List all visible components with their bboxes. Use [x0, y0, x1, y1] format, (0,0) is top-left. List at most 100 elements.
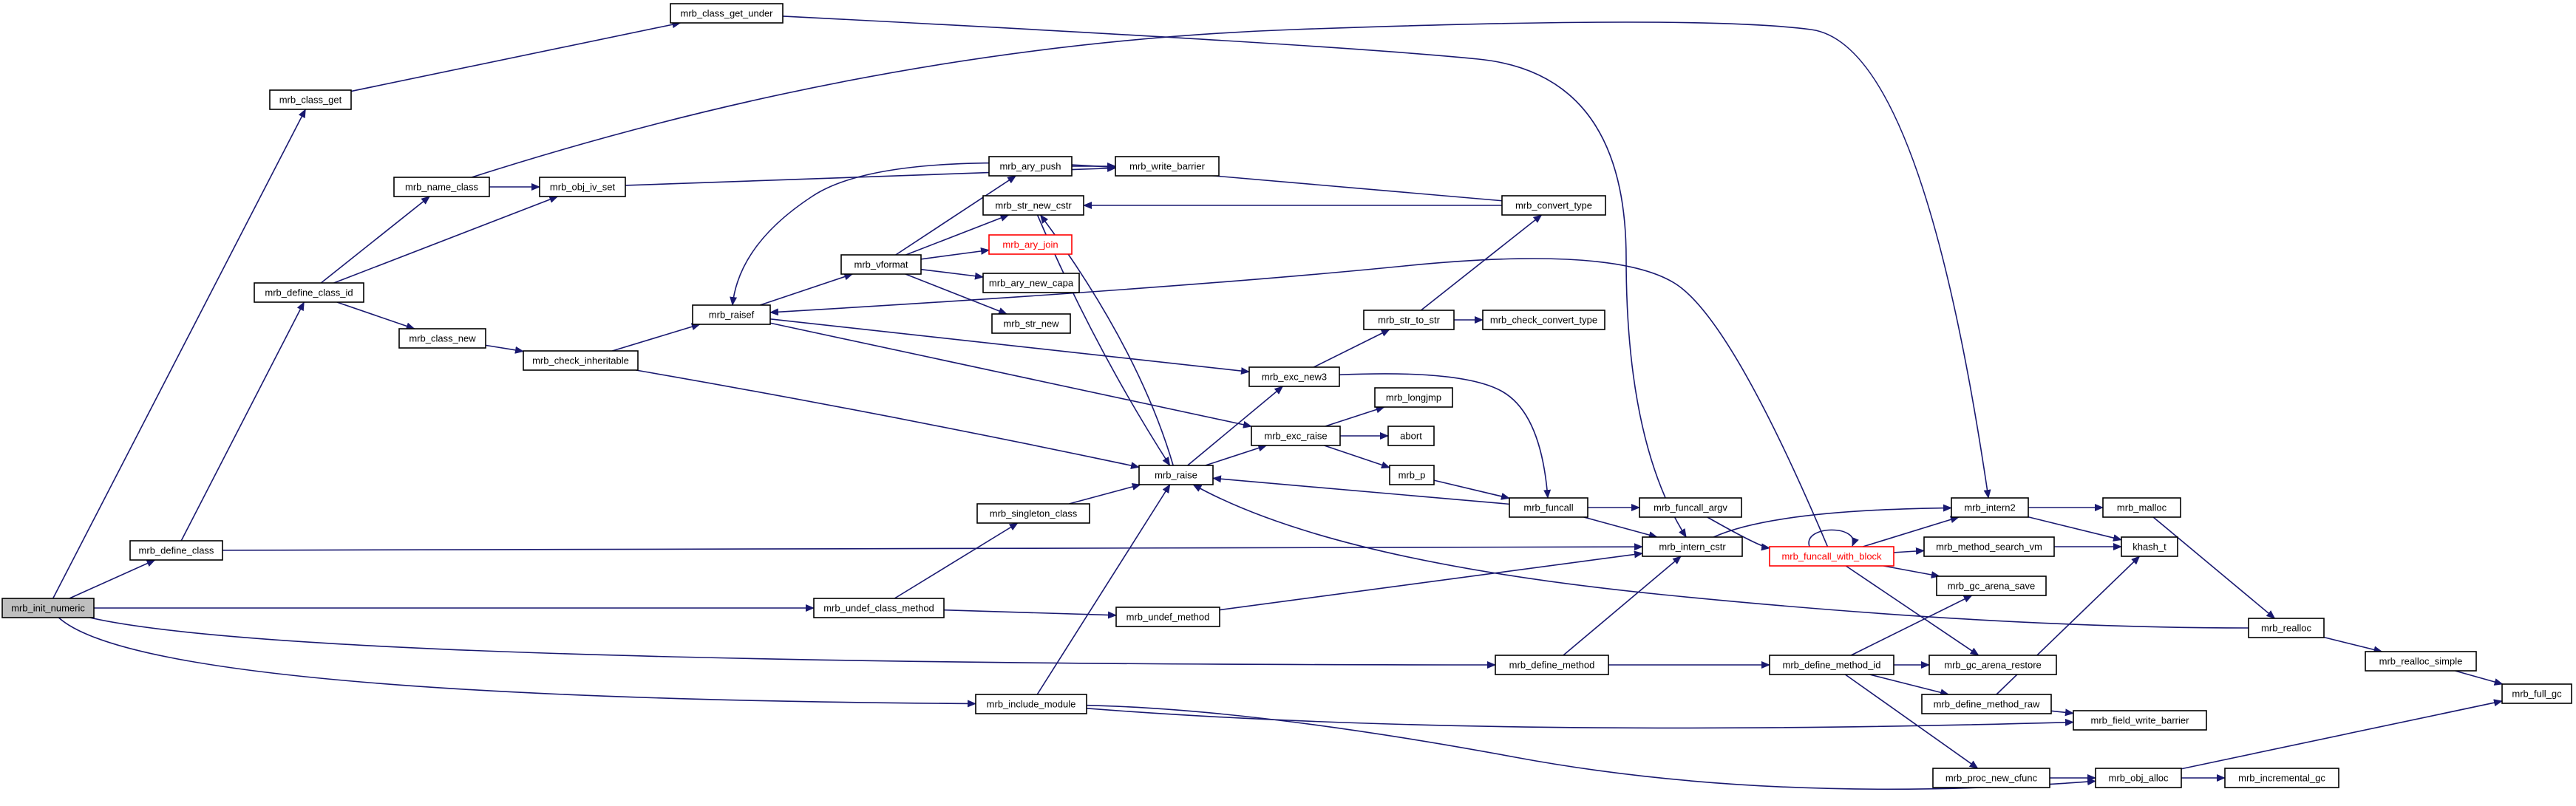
node-abort[interactable]: abort — [1387, 426, 1435, 446]
node-box — [1639, 497, 1742, 518]
node-box — [982, 195, 1084, 216]
node-mrb_define_class_id[interactable]: mrb_define_class_id — [254, 282, 364, 303]
node-mrb_singleton_class[interactable]: mrb_singleton_class — [976, 503, 1090, 524]
node-mrb_raise[interactable]: mrb_raise — [1138, 465, 1214, 485]
node-box — [2073, 710, 2207, 731]
node-mrb_gc_arena_restore[interactable]: mrb_gc_arena_restore — [1928, 655, 2057, 675]
node-label: mrb_obj_alloc — [2109, 773, 2169, 784]
node-mrb_check_inheritable[interactable]: mrb_check_inheritable — [523, 350, 639, 371]
node-mrb_undef_method[interactable]: mrb_undef_method — [1115, 607, 1220, 627]
node-box — [1932, 768, 2050, 788]
node-mrb_exc_raise[interactable]: mrb_exc_raise — [1251, 426, 1341, 446]
node-label: mrb_check_convert_type — [1490, 315, 1597, 326]
node-mrb_p[interactable]: mrb_p — [1389, 465, 1435, 485]
node-box — [539, 177, 626, 197]
node-label: mrb_define_method_id — [1783, 660, 1881, 671]
node-mrb_obj_alloc[interactable]: mrb_obj_alloc — [2095, 768, 2182, 788]
node-mrb_field_write_barrier[interactable]: mrb_field_write_barrier — [2073, 710, 2207, 731]
node-mrb_include_module[interactable]: mrb_include_module — [975, 694, 1087, 714]
node-label: mrb_proc_new_cfunc — [1945, 773, 2038, 784]
node-mrb_str_to_str[interactable]: mrb_str_to_str — [1363, 310, 1455, 330]
node-box — [1769, 546, 1894, 567]
node-khash_t[interactable]: khash_t — [2121, 536, 2178, 557]
node-mrb_init_numeric[interactable]: mrb_init_numeric — [1, 598, 95, 618]
node-mrb_name_class[interactable]: mrb_name_class — [393, 177, 490, 197]
edge-mrb_intern_cstr-to-mrb_intern2 — [1713, 504, 1952, 538]
node-mrb_intern_cstr[interactable]: mrb_intern_cstr — [1642, 536, 1743, 557]
edge-mrb_define_class_id-to-mrb_obj_iv_set — [333, 196, 559, 284]
node-box — [1509, 497, 1588, 518]
node-label: mrb_vformat — [854, 259, 908, 270]
node-mrb_define_method[interactable]: mrb_define_method — [1495, 655, 1609, 675]
node-box — [1642, 536, 1743, 557]
node-box — [1495, 655, 1609, 675]
node-label: mrb_define_class_id — [265, 287, 353, 298]
node-mrb_funcall_with_block[interactable]: mrb_funcall_with_block — [1769, 546, 1894, 567]
node-label: mrb_init_numeric — [11, 603, 85, 614]
edge-mrb_p-to-mrb_funcall — [1433, 479, 1510, 500]
node-mrb_str_new[interactable]: mrb_str_new — [991, 313, 1071, 334]
node-box — [1769, 655, 1894, 675]
node-mrb_malloc[interactable]: mrb_malloc — [2102, 497, 2181, 518]
node-mrb_define_class[interactable]: mrb_define_class — [129, 540, 223, 561]
edge-mrb_define_method_id-to-mrb_gc_arena_save — [1850, 595, 1973, 656]
node-box — [2102, 497, 2181, 518]
node-label: mrb_str_new — [1003, 318, 1059, 329]
node-box — [988, 156, 1073, 177]
node-label: mrb_undef_method — [1126, 612, 1210, 623]
node-mrb_vformat[interactable]: mrb_vformat — [840, 254, 922, 275]
node-mrb_convert_type[interactable]: mrb_convert_type — [1501, 195, 1606, 216]
node-box — [1951, 497, 2029, 518]
node-mrb_funcall_argv[interactable]: mrb_funcall_argv — [1639, 497, 1742, 518]
edge-mrb_raisef-to-mrb_vformat — [759, 273, 854, 306]
node-box — [670, 3, 784, 24]
node-mrb_class_get_under[interactable]: mrb_class_get_under — [670, 3, 784, 24]
node-mrb_raisef[interactable]: mrb_raisef — [692, 304, 771, 325]
node-label: mrb_raise — [1155, 470, 1197, 481]
node-mrb_ary_join[interactable]: mrb_ary_join — [988, 234, 1073, 255]
edge-mrb_check_inheritable-to-mrb_raise — [636, 369, 1140, 469]
edge-mrb_convert_type-to-mrb_raisef — [730, 162, 1503, 306]
node-mrb_class_new[interactable]: mrb_class_new — [398, 328, 486, 349]
edge-mrb_define_class-to-mrb_intern_cstr — [222, 543, 1643, 551]
node-mrb_ary_push[interactable]: mrb_ary_push — [988, 156, 1073, 177]
node-mrb_realloc_simple[interactable]: mrb_realloc_simple — [2365, 651, 2477, 672]
node-mrb_define_method_id[interactable]: mrb_define_method_id — [1769, 655, 1894, 675]
edge-mrb_realloc-to-mrb_realloc_simple — [2323, 636, 2383, 654]
node-mrb_obj_iv_set[interactable]: mrb_obj_iv_set — [539, 177, 626, 197]
edge-mrb_include_module-to-mrb_obj_alloc — [1086, 704, 2096, 790]
node-mrb_realloc[interactable]: mrb_realloc — [2248, 618, 2325, 638]
node-mrb_write_barrier[interactable]: mrb_write_barrier — [1115, 156, 1220, 177]
edge-mrb_exc_new3-to-mrb_str_to_str — [1313, 329, 1390, 368]
node-mrb_longjmp[interactable]: mrb_longjmp — [1374, 387, 1453, 408]
node-mrb_gc_arena_save[interactable]: mrb_gc_arena_save — [1936, 576, 2047, 596]
node-mrb_full_gc[interactable]: mrb_full_gc — [2501, 683, 2572, 704]
edge-mrb_vformat-to-mrb_str_new — [905, 273, 1007, 315]
node-label: mrb_name_class — [405, 182, 478, 193]
node-box — [2501, 683, 2572, 704]
node-mrb_intern2[interactable]: mrb_intern2 — [1951, 497, 2029, 518]
edge-mrb_funcall-to-mrb_raise — [1212, 475, 1510, 505]
node-mrb_method_search_vm[interactable]: mrb_method_search_vm — [1923, 536, 2055, 557]
node-box — [1374, 387, 1453, 408]
node-box — [1251, 426, 1341, 446]
node-mrb_check_convert_type[interactable]: mrb_check_convert_type — [1482, 310, 1605, 330]
node-box — [1928, 655, 2057, 675]
node-mrb_class_get[interactable]: mrb_class_get — [269, 89, 352, 110]
node-label: mrb_convert_type — [1515, 200, 1592, 211]
node-mrb_exc_new3[interactable]: mrb_exc_new3 — [1248, 366, 1340, 387]
node-mrb_ary_new_capa[interactable]: mrb_ary_new_capa — [982, 273, 1080, 293]
node-box — [1, 598, 95, 618]
node-mrb_proc_new_cfunc[interactable]: mrb_proc_new_cfunc — [1932, 768, 2050, 788]
edge-mrb_check_inheritable-to-mrb_raisef — [612, 323, 701, 352]
node-mrb_str_new_cstr[interactable]: mrb_str_new_cstr — [982, 195, 1084, 216]
edge-mrb_funcall_with_block-to-mrb_raisef — [769, 258, 1829, 547]
node-mrb_define_method_raw[interactable]: mrb_define_method_raw — [1921, 694, 2052, 714]
node-mrb_incremental_gc[interactable]: mrb_incremental_gc — [2224, 768, 2339, 788]
node-box — [1115, 607, 1220, 627]
node-box — [1389, 465, 1435, 485]
node-mrb_funcall[interactable]: mrb_funcall — [1509, 497, 1588, 518]
node-mrb_undef_class_method[interactable]: mrb_undef_class_method — [813, 598, 945, 618]
edge-mrb_funcall_with_block-to-mrb_gc_arena_restore — [1845, 565, 1979, 656]
